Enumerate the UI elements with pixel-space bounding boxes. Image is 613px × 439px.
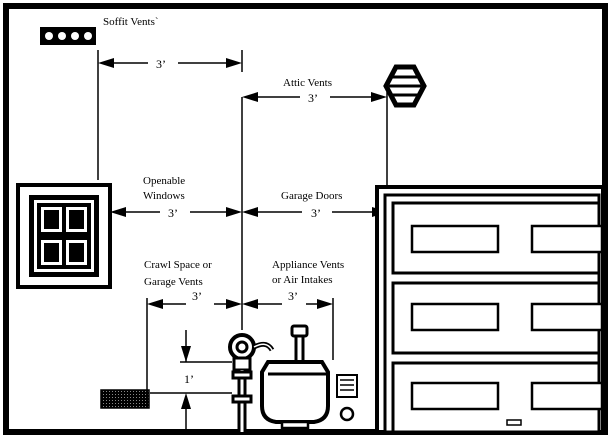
- appliance-icon: [260, 324, 330, 430]
- attic-vents-label: Attic Vents: [283, 77, 332, 89]
- appliance-vents-label-line1: Appliance Vents: [272, 259, 344, 271]
- soffit-to-meter-dimension: 3’: [156, 57, 166, 71]
- dimension-meter-to-attic-vent: [242, 92, 388, 190]
- crawl-space-label-line1: Crawl Space or: [144, 259, 212, 271]
- air-intake-vent-icon: [336, 374, 358, 422]
- soffit-vent-icon: [40, 27, 96, 45]
- crawl-vent-to-meter-dimension: 3’: [192, 289, 202, 303]
- dimension-crawl-vent-to-meter: [146, 298, 242, 390]
- soffit-vents-label: Soffit Vents`: [103, 16, 159, 28]
- garage-doors-label: Garage Doors: [281, 190, 342, 202]
- dimension-window-to-meter: [110, 207, 242, 217]
- meter-to-appliance-vent-dimension: 3’: [288, 289, 298, 303]
- garage-door-icon: [375, 185, 605, 434]
- openable-window-icon: [16, 183, 112, 289]
- window-to-meter-dimension: 3’: [168, 206, 178, 220]
- appliance-vents-label-line2: or Air Intakes: [272, 274, 332, 286]
- meter-to-garage-door-dimension: 3’: [311, 206, 321, 220]
- gas-meter-icon: [228, 333, 275, 432]
- openable-windows-label-line1: Openable: [143, 175, 185, 187]
- meter-to-attic-vent-dimension: 3’: [308, 91, 318, 105]
- attic-vent-icon: [383, 64, 427, 108]
- crawl-space-label-line2: Garage Vents: [144, 276, 203, 288]
- openable-windows-label-line2: Windows: [143, 190, 185, 202]
- vertical-clearance-dimension: 1’: [184, 372, 194, 386]
- crawl-space-vent-icon: [100, 389, 150, 409]
- dimension-vertical-clearance: [150, 330, 232, 432]
- dimension-soffit-to-meter: [97, 50, 243, 180]
- dimension-meter-to-appliance-vent: [242, 298, 334, 360]
